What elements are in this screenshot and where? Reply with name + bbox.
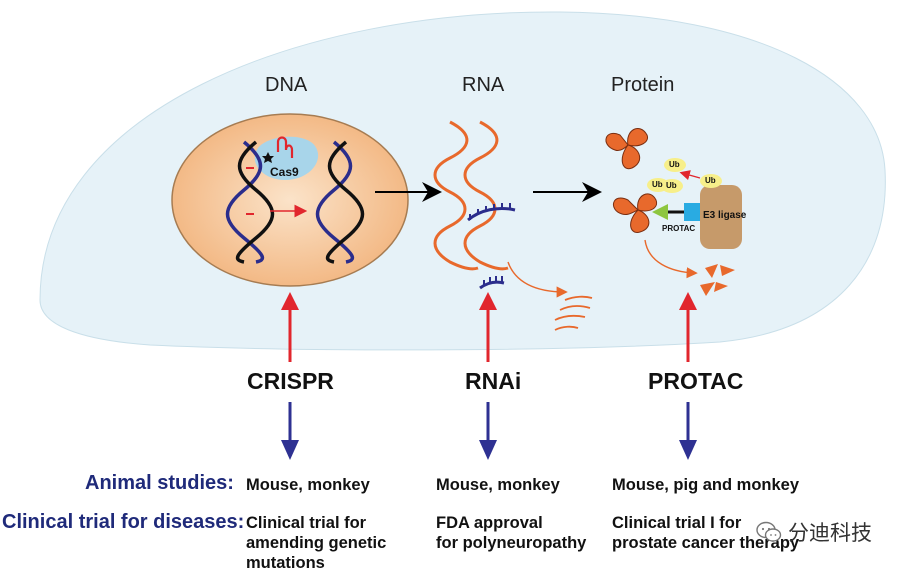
row-label-animal: Animal studies: [85,472,234,494]
tech-crispr: CRISPR [247,368,334,394]
red-up-arrows [281,292,697,362]
watermark: 分迪科技 [756,517,872,547]
cas9-label: Cas9 [270,165,299,179]
guide-rna [276,136,294,158]
tech-protac: PROTAC [648,368,744,394]
animal-crispr: Mouse, monkey [246,476,370,494]
animal-rnai: Mouse, monkey [436,476,560,494]
wechat-icon [756,521,782,542]
animal-protac: Mouse, pig and monkey [612,476,800,494]
tech-rnai: RNAi [465,368,522,394]
clinical-protac: Clinical trial I for prostate cancer the… [612,514,800,552]
rna-fragments [554,295,593,331]
sirna-free [479,280,505,290]
column-title-dna: DNA [265,74,308,96]
column-title-rna: RNA [462,74,505,96]
watermark-text: 分迪科技 [788,522,872,545]
ubiquitin-chain [647,158,722,193]
protac-small-label: PROTAC [662,224,696,233]
clinical-rnai: FDA approval for polyneuropathy [436,514,587,552]
blue-down-arrows [281,402,697,460]
e3-ligase-label: E3 ligase [703,210,747,221]
ub-label-4: Ub [666,181,677,190]
ub-label-1: Ub [705,176,716,185]
protein-degradation-arrow [644,239,698,279]
row-label-clinical: Clinical trial for diseases: [2,511,245,533]
protac-e3-binder [684,203,702,221]
cell-membrane [39,11,886,351]
protac-warhead [652,204,668,220]
sirna-bound [467,206,516,222]
protein-target [605,128,649,170]
ub-label-3: Ub [652,180,663,189]
clinical-crispr: Clinical trial for amending genetic muta… [246,514,387,572]
protein-fragments [700,264,735,296]
ub-label-2: Ub [669,160,680,169]
rna-degradation-arrow [507,261,568,298]
cas9-protein [254,136,319,180]
e3-ligase [700,185,742,249]
column-title-protein: Protein [611,74,675,96]
cut-star-icon [262,152,274,163]
protein-bound [613,193,658,233]
ub-transfer-arrow [679,170,701,181]
dna-helix [315,140,365,264]
